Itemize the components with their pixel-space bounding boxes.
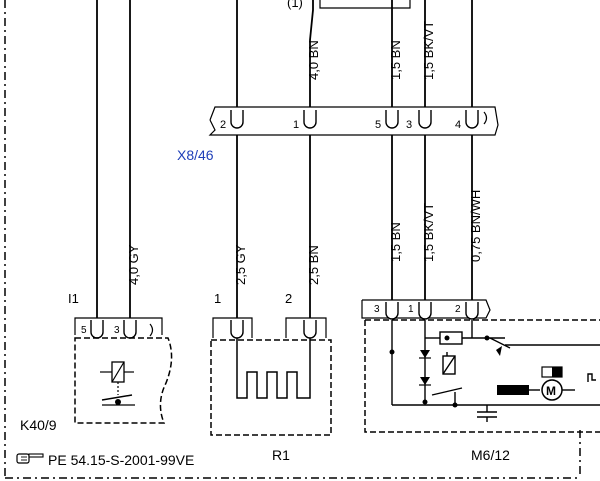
motor-symbol: M xyxy=(546,384,556,398)
svg-text:3: 3 xyxy=(406,119,412,131)
pointing-hand-icon xyxy=(16,453,44,464)
x8-pin-3: 3 xyxy=(406,110,432,131)
r1-pin-1-label: 1 xyxy=(214,291,221,306)
k40-9-label: K40/9 xyxy=(20,417,57,433)
m6-pin-1: 1 xyxy=(408,304,414,315)
m6-pin-3: 3 xyxy=(374,304,380,315)
x8-pin-1: 1 xyxy=(293,110,317,131)
svg-text:2: 2 xyxy=(220,119,226,131)
upper-wires xyxy=(96,0,473,318)
svg-text:5: 5 xyxy=(375,119,381,131)
wire-label-1-5-bn-lower: 1,5 BN xyxy=(388,222,403,262)
m6-pin-2: 2 xyxy=(455,304,461,315)
wire-label-2-5-gy: 2,5 GY xyxy=(233,244,248,285)
svg-text:1: 1 xyxy=(293,119,299,131)
reference-note: PE 54.15-S-2001-99VE xyxy=(16,452,194,468)
lower-wires xyxy=(236,135,473,318)
wire-label-1-5-bn-upper: 1,5 BN xyxy=(388,40,403,80)
x8-pin-5: 5 xyxy=(375,110,399,131)
k40-group-label: I1 xyxy=(68,291,79,306)
reference-text: PE 54.15-S-2001-99VE xyxy=(48,452,194,468)
wire-label-1-5-bkvt-upper: 1,5 BK/VT xyxy=(421,21,436,80)
motor-m6-12: 3 1 2 xyxy=(361,299,600,463)
wire-label-2-5-bn: 2,5 BN xyxy=(306,245,321,285)
svg-text:4: 4 xyxy=(455,119,461,131)
top-fragment: (1) xyxy=(287,0,411,110)
k40-pin-5: 5 xyxy=(81,325,87,336)
heater-r1: 1 2 R1 xyxy=(210,291,332,463)
r1-label: R1 xyxy=(272,447,290,463)
k40-pin-3: 3 xyxy=(114,325,120,336)
top-fragment-label: (1) xyxy=(287,0,303,10)
wire-label-0-75-bnwh: 0,75 BN/WH xyxy=(468,190,483,262)
outer-frame xyxy=(4,0,581,479)
relay-k40-9: I1 5 3 K40/9 xyxy=(20,291,173,433)
r1-pin-2-label: 2 xyxy=(285,291,292,306)
wire-label-4-0-gy: 4,0 GY xyxy=(126,244,141,285)
upper-wire-labels: 4,0 BN 1,5 BN 1,5 BK/VT xyxy=(306,21,436,80)
lower-wire-labels: 4,0 GY 2,5 GY 2,5 BN 1,5 BN 1,5 BK/VT 0,… xyxy=(126,190,483,285)
x8-pin-2: 2 xyxy=(220,110,244,131)
wire-label-4-0-bn: 4,0 BN xyxy=(306,40,321,80)
wire-label-1-5-bkvt-lower: 1,5 BK/VT xyxy=(421,203,436,262)
connector-x8-46: 2 1 5 3 4 X8/46 xyxy=(177,106,499,163)
x8-pin-4: 4 xyxy=(455,110,488,131)
x8-46-label: X8/46 xyxy=(177,147,214,163)
m6-12-label: M6/12 xyxy=(471,447,510,463)
